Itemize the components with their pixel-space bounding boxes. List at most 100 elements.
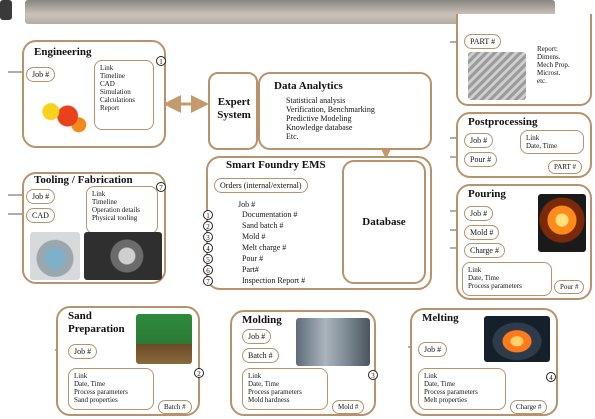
molding-step-number: 3	[368, 370, 378, 380]
report-mech-prop: Mech Prop.	[537, 61, 570, 69]
sand-details: Link Date, Time Process parameters Sand …	[68, 368, 154, 410]
report-dimensions: Dimens.	[537, 53, 561, 61]
tooling-detail-timeline: Timeline	[92, 198, 118, 206]
engineering-job-field[interactable]: Job #	[26, 67, 56, 82]
melting-detail-params: Process parameters	[424, 388, 478, 396]
ems-title: Smart Foundry EMS	[226, 159, 326, 171]
engineering-detail-cad: CAD	[100, 80, 115, 88]
pouring-job-field[interactable]: Job #	[464, 206, 494, 221]
molding-detail-link: Link	[248, 372, 262, 380]
ems-item-number: 1	[203, 210, 213, 220]
molding-batch-field[interactable]: Batch #	[242, 348, 279, 363]
sand-detail-link: Link	[74, 372, 88, 380]
tooling-detail-link: Link	[92, 190, 106, 198]
report-microstructure: Microst.	[537, 69, 561, 77]
report-etc: etc.	[537, 77, 547, 85]
pouring-mold-field[interactable]: Mold #	[464, 225, 500, 240]
data-analytics-box: Data Analytics Statistical analysis Veri…	[258, 72, 432, 150]
postprocessing-part-field[interactable]: PART #	[548, 160, 582, 174]
postprocessing-details: Link Date, Time	[520, 130, 584, 154]
ems-panel: Smart Foundry EMS Orders (internal/exter…	[203, 156, 432, 290]
melting-title: Melting	[422, 312, 459, 324]
database-label: Database	[362, 216, 406, 228]
ems-item-label: Documentation #	[242, 210, 298, 219]
analytics-item-knowledge: Knowledge database	[286, 123, 353, 132]
ems-item-number: 7	[203, 276, 213, 286]
furnace-image	[484, 316, 550, 362]
postprocessing-pour-field[interactable]: Pour #	[464, 152, 498, 167]
engineering-details: Link Timeline CAD Simulation Calculation…	[94, 60, 154, 130]
sand-detail-properties: Sand properties	[74, 396, 118, 404]
sand-title-line2: Preparation	[68, 323, 125, 335]
ems-item-label: Part#	[242, 265, 259, 274]
pouring-charge-field[interactable]: Charge #	[464, 243, 505, 258]
ems-item-label: Sand batch #	[242, 221, 284, 230]
inspection-report: Report: Dimens. Mech Prop. Microst. etc.	[532, 42, 588, 100]
sand-panel: Sand Preparation Job # Link Date, Time P…	[56, 306, 204, 416]
postprocessing-title: Postprocessing	[468, 116, 538, 128]
tooling-step-number: 7	[156, 182, 166, 192]
molding-detail-date: Date, Time	[248, 380, 280, 388]
analytics-item-statistical: Statistical analysis	[286, 96, 346, 105]
sand-job-field[interactable]: Job #	[68, 344, 98, 359]
molding-panel: Molding Job # Batch # Link Date, Time Pr…	[230, 310, 378, 416]
analytics-item-etc: Etc.	[286, 132, 299, 141]
data-analytics-items: Statistical analysis Verification, Bench…	[286, 96, 375, 141]
melting-panel: Melting Job # Link Date, Time Process pa…	[410, 308, 558, 416]
ems-orders-field[interactable]: Orders (internal/external)	[214, 178, 308, 193]
engineering-detail-calculations: Calculations	[100, 96, 135, 104]
sand-detail-date: Date, Time	[74, 380, 106, 388]
expert-system-label: Expert System	[217, 96, 251, 121]
postprocessing-job-field[interactable]: Job #	[464, 133, 494, 148]
tooling-detail-operation: Operation details	[92, 206, 141, 214]
tooling-panel: Tooling / Fabrication Job # CAD Link Tim…	[22, 172, 166, 284]
ems-item-label: Pour #	[242, 254, 264, 263]
ems-item-number: 4	[203, 243, 213, 253]
engineering-detail-simulation: Simulation	[100, 88, 131, 96]
engineering-detail-report: Report	[100, 104, 120, 112]
expert-system-box: Expert System	[208, 72, 258, 150]
molding-details: Link Date, Time Process parameters Mold …	[242, 368, 328, 410]
postprocessing-detail-link: Link	[526, 134, 540, 142]
tooling-title: Tooling / Fabrication	[34, 174, 133, 186]
engineering-step-number: 1	[156, 56, 166, 66]
tooling-cad-field[interactable]: CAD	[26, 208, 55, 223]
tooling-detail-physical: Physical tooling	[92, 214, 138, 222]
postprocessing-detail-date: Date, Time	[526, 142, 558, 150]
pouring-pour-field[interactable]: Pour #	[554, 280, 585, 294]
pouring-details: Link Date, Time Process parameters	[462, 262, 552, 296]
melting-details: Link Date, Time Process parameters Melt …	[418, 368, 506, 410]
tooling-job-field[interactable]: Job #	[26, 189, 56, 204]
melting-detail-date: Date, Time	[424, 380, 456, 388]
pouring-detail-date: Date, Time	[468, 274, 500, 282]
inspection-part-field[interactable]: PART #	[464, 34, 502, 49]
melting-detail-link: Link	[424, 372, 438, 380]
molding-title: Molding	[242, 314, 282, 326]
engineering-detail-timeline: Timeline	[100, 72, 126, 80]
sand-title-line1: Sand	[68, 310, 92, 322]
molding-job-field[interactable]: Job #	[242, 329, 272, 344]
analytics-item-verification: Verification, Benchmarking	[286, 105, 375, 114]
pouring-title: Pouring	[468, 188, 506, 200]
postprocessing-panel: Postprocessing Job # Pour # Link Date, T…	[456, 112, 592, 178]
tooling-part-image	[84, 232, 162, 280]
engineering-title: Engineering	[34, 46, 92, 58]
microstructure-image	[468, 52, 526, 100]
cad-simulation-image	[34, 94, 90, 138]
pouring-detail-params: Process parameters	[468, 282, 522, 290]
melting-step-number: 4	[546, 372, 556, 382]
molding-mold-field[interactable]: Mold #	[332, 400, 365, 414]
molding-detail-hardness: Mold hardness	[248, 396, 290, 404]
sand-detail-params: Process parameters	[74, 388, 128, 396]
pouring-detail-link: Link	[468, 266, 482, 274]
ems-item-label: Melt charge #	[242, 243, 287, 252]
ems-job-label: Job #	[238, 200, 256, 209]
sand-batch-field[interactable]: Batch #	[158, 400, 192, 414]
engineering-panel: Engineering Job # Link Timeline CAD Simu…	[22, 40, 166, 148]
ems-item-number: 5	[203, 254, 213, 264]
sand-mixer-image	[136, 314, 192, 364]
ems-item-number: 3	[203, 232, 213, 242]
melting-job-field[interactable]: Job #	[418, 342, 448, 357]
ems-item-label: Inspection Report #	[242, 276, 306, 285]
melting-charge-field[interactable]: Charge #	[510, 400, 548, 414]
